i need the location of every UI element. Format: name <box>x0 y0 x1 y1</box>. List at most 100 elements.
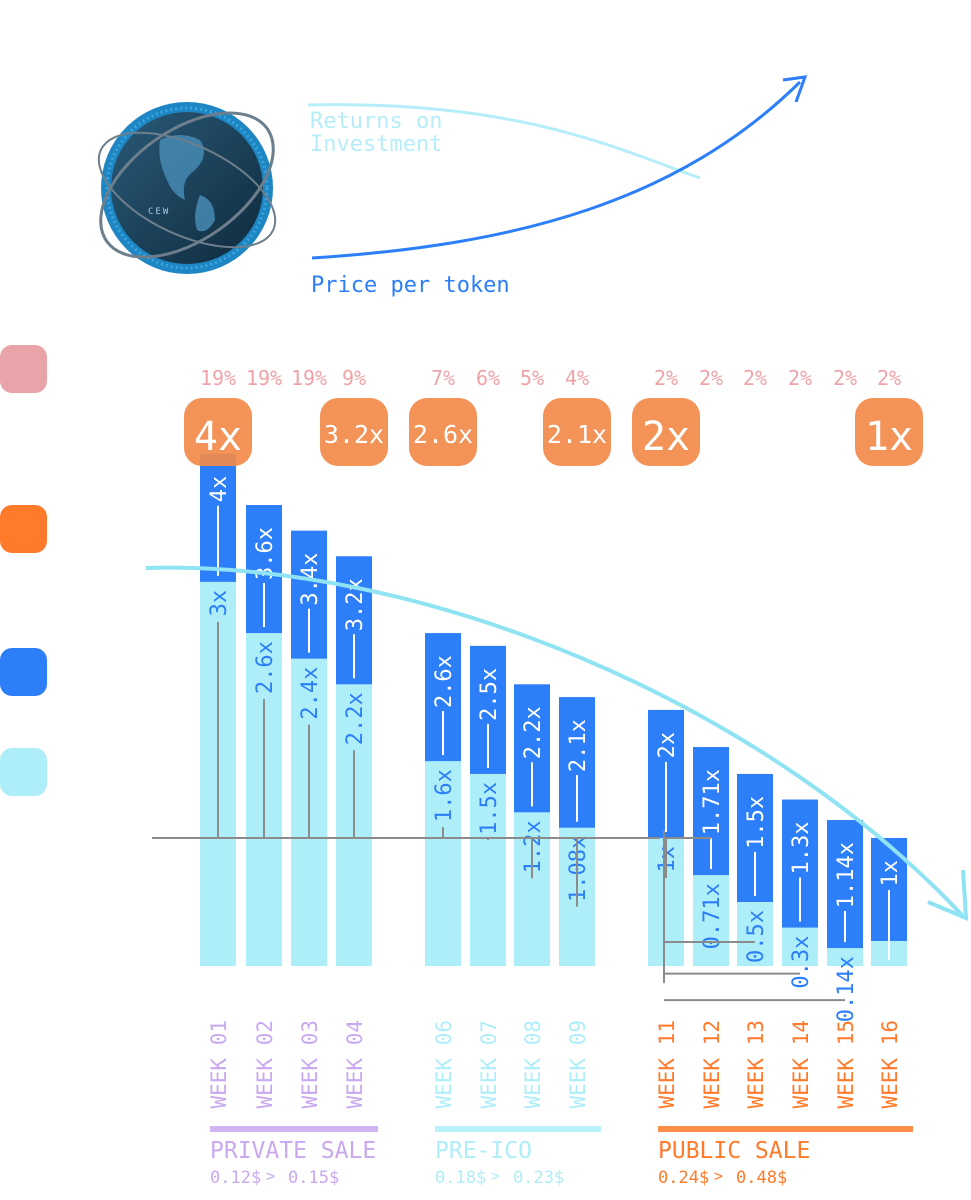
phase-name: PRE-ICO <box>435 1138 532 1164</box>
phase-underline <box>210 1126 378 1132</box>
multiplier-badge-label: 2x <box>642 414 690 460</box>
bar-base-label: 0.3x <box>789 936 814 989</box>
bar-base-label: 2.4x <box>298 667 323 720</box>
bar-base-label: 1.2x <box>521 820 546 873</box>
week-tick-label: WEEK 11 <box>655 1020 679 1109</box>
week-tick-label: WEEK 04 <box>343 1020 367 1109</box>
bar-total-label: 2.6x <box>432 655 457 708</box>
week-tick-label: WEEK 12 <box>700 1020 724 1109</box>
bar-base-label: 1x <box>655 846 680 873</box>
multiplier-badge <box>855 398 923 466</box>
week-tick-label: WEEK 14 <box>789 1020 813 1109</box>
bar-base-label: 0.14x <box>834 956 859 1022</box>
bonus-percent-label: 4% <box>565 366 589 390</box>
phase-price-from: 0.24$ <box>658 1168 709 1188</box>
bar-total-label: 1.5x <box>744 796 769 849</box>
multiplier-badge <box>184 398 252 466</box>
bar-base <box>425 761 461 966</box>
phase-price-separator: > <box>714 1167 723 1185</box>
phase-price-separator: > <box>491 1167 500 1185</box>
week-tick-label: WEEK 15 <box>834 1020 858 1109</box>
week-tick-label: WEEK 02 <box>253 1020 277 1109</box>
bar-base-label: 1.6x <box>432 769 457 822</box>
phase-name: PRIVATE SALE <box>210 1138 376 1164</box>
bonus-percent-label: 2% <box>743 366 767 390</box>
bonus-percent-label: 19% <box>291 366 327 390</box>
phase-price-from: 0.18$ <box>435 1168 486 1188</box>
connectors-group <box>152 621 845 1002</box>
phase-name: PUBLIC SALE <box>658 1138 810 1164</box>
phases-group: PRIVATE SALE 0.12$ >0.15$ PRE-ICO 0.18$ >0.23… <box>210 1126 913 1188</box>
bar-base-label: 0.71x <box>700 883 725 949</box>
legend-swatches <box>0 345 47 796</box>
week-tick-label: WEEK 16 <box>878 1020 902 1109</box>
phase-underline <box>658 1126 913 1132</box>
legend-swatch-total-blue <box>0 648 47 696</box>
week-tick-label: WEEK 07 <box>477 1020 501 1109</box>
bonus-percent-label: 2% <box>699 366 723 390</box>
bar-total-label: 1x <box>878 860 903 887</box>
bar-total-label: 1.14x <box>834 842 859 908</box>
bar-total-label: 2.1x <box>566 719 591 772</box>
bar-base-label: 1.08x <box>566 836 591 902</box>
phase-price-to: 0.15$ <box>288 1168 339 1188</box>
week-tick-label: WEEK 01 <box>207 1020 231 1109</box>
multiplier-badge-label: 2.1x <box>547 420 607 449</box>
bar-total-label: 1.3x <box>789 822 814 875</box>
phase-price-separator: > <box>266 1167 275 1185</box>
week-tick-label: WEEK 03 <box>298 1020 322 1109</box>
phase-underline <box>435 1126 601 1132</box>
bonus-percent-label: 6% <box>476 366 500 390</box>
logo-text: CEW <box>148 207 170 217</box>
bonus-percent-label: 7% <box>431 366 455 390</box>
phase-price-from: 0.12$ <box>210 1168 261 1188</box>
legend-swatch-base-lightblue <box>0 748 47 796</box>
multiplier-badge-label: 2.6x <box>413 420 473 449</box>
bonus-percent-label: 2% <box>877 366 901 390</box>
bonus-percent-label: 2% <box>788 366 812 390</box>
bar-base <box>782 927 818 966</box>
bar-base-label: 1.5x <box>477 782 502 835</box>
bar-base-label: 2.2x <box>343 692 368 745</box>
globe-logo-icon: CEW <box>97 102 277 274</box>
week-tick-label: WEEK 06 <box>432 1020 456 1109</box>
bar-total-label: 4x <box>207 476 232 503</box>
bar-total-label: 2x <box>655 732 680 759</box>
bar-total-label: 1.71x <box>700 769 725 835</box>
bar-base-label: 3x <box>207 590 232 617</box>
roi-trend-curve-icon <box>145 565 964 917</box>
bonus-percent-label: 2% <box>654 366 678 390</box>
multiplier-badge-label: 3.2x <box>324 420 384 449</box>
price-legend-label: Price per token <box>311 273 510 298</box>
week-tick-label: WEEK 09 <box>566 1020 590 1109</box>
bar-base <box>470 773 506 966</box>
bonus-percent-label: 5% <box>520 366 544 390</box>
multiplier-badge <box>543 398 611 466</box>
bar-base <box>737 901 773 966</box>
roi-curve-icon <box>307 103 701 180</box>
multiplier-badge-label: 4x <box>194 414 242 460</box>
bar-total-label: 2.2x <box>521 706 546 759</box>
bar-base-label: 2.6x <box>253 641 278 694</box>
bar-total-label: 2.5x <box>477 668 502 721</box>
multiplier-badge <box>632 398 700 466</box>
bar-base <box>827 948 863 966</box>
phase-price-to: 0.48$ <box>736 1168 787 1188</box>
week-tick-label: WEEK 13 <box>744 1020 768 1109</box>
bonus-percent-label: 19% <box>200 366 236 390</box>
bonus-percent-label: 9% <box>342 366 366 390</box>
bonus-percent-label: 2% <box>833 366 857 390</box>
multiplier-badge <box>409 398 477 466</box>
price-curve-icon <box>311 80 802 260</box>
multiplier-badge <box>320 398 388 466</box>
phase-price-to: 0.23$ <box>513 1168 564 1188</box>
bar-base <box>693 875 729 966</box>
price-arrow-head-icon <box>782 75 808 103</box>
roi-trend-arrow-head-icon <box>927 869 969 922</box>
week-tick-label: WEEK 08 <box>521 1020 545 1109</box>
bar-base-label: 0.5x <box>744 910 769 963</box>
bonus-percent-label: 19% <box>246 366 282 390</box>
